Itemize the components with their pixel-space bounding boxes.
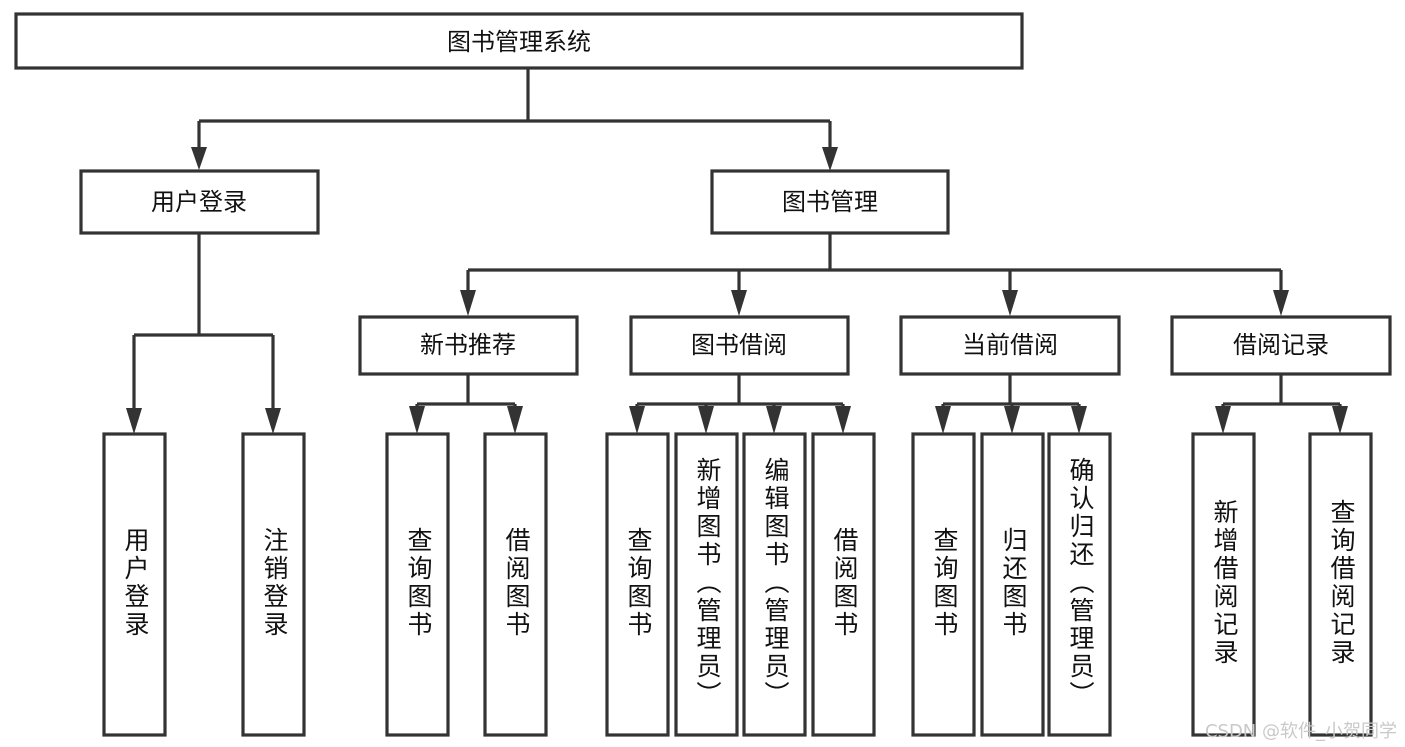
node-borrow-record-box[interactable] xyxy=(1170,315,1392,376)
node-leaf-logout[interactable]: 注销登录 xyxy=(241,432,306,737)
node-root[interactable]: 图书管理系统 xyxy=(14,12,1024,70)
arrow-leaf-query-book-b xyxy=(629,406,645,434)
node-book-manage[interactable]: 图书管理 xyxy=(710,169,950,235)
node-root-label: 图书管理系统 xyxy=(447,28,591,56)
csdn-watermark: CSDN @软件_小贺同学 xyxy=(1204,721,1397,742)
node-leaf-query-book-a-label: 查询图书 xyxy=(404,527,433,639)
node-leaf-return-book[interactable]: 归还图书 xyxy=(980,432,1045,737)
node-leaf-query-book-c-box[interactable] xyxy=(911,432,976,737)
node-leaf-borrow-book-a[interactable]: 借阅图书 xyxy=(483,432,548,737)
arrow-leaf-query-record xyxy=(1332,406,1348,434)
node-leaf-add-record[interactable]: 新增借阅记录 xyxy=(1191,432,1256,737)
node-leaf-query-book-b-box[interactable] xyxy=(605,432,670,737)
node-leaf-return-book-label: 归还图书 xyxy=(999,527,1028,639)
node-leaf-edit-book[interactable]: 编辑图书（管理员） xyxy=(742,432,807,737)
node-leaf-user-login-label: 用户登录 xyxy=(121,527,150,639)
node-leaf-logout-box[interactable] xyxy=(241,432,306,737)
node-leaf-confirm-return-box[interactable] xyxy=(1047,432,1112,737)
node-leaf-add-record-box[interactable] xyxy=(1191,432,1256,737)
arrow-to-current-borrow xyxy=(1002,290,1018,316)
node-leaf-logout-label: 注销登录 xyxy=(260,527,289,639)
arrow-leaf-add-book xyxy=(698,406,714,434)
node-borrow-record-label: 借阅记录 xyxy=(1233,331,1329,359)
node-leaf-borrow-book-b-label: 借阅图书 xyxy=(830,527,859,639)
node-leaf-add-book-box[interactable] xyxy=(674,432,739,737)
node-user-login-label: 用户登录 xyxy=(151,188,247,216)
arrow-leaf-user-login xyxy=(126,408,142,434)
arrow-to-new-book-rec xyxy=(460,290,476,316)
node-leaf-query-book-c-label: 查询图书 xyxy=(930,527,959,639)
node-book-manage-label: 图书管理 xyxy=(782,188,878,216)
arrow-to-user-login xyxy=(191,147,207,170)
node-leaf-query-record-box[interactable] xyxy=(1308,432,1373,737)
node-leaf-borrow-book-b[interactable]: 借阅图书 xyxy=(811,432,876,737)
node-leaf-borrow-book-a-label: 借阅图书 xyxy=(502,527,531,639)
arrow-leaf-add-record xyxy=(1215,406,1231,434)
node-leaf-query-book-a[interactable]: 查询图书 xyxy=(385,432,450,737)
node-new-book-rec-label: 新书推荐 xyxy=(420,331,516,359)
node-leaf-return-book-box[interactable] xyxy=(980,432,1045,737)
node-leaf-query-book-b[interactable]: 查询图书 xyxy=(605,432,670,737)
connector-layer xyxy=(126,68,1348,434)
node-leaf-borrow-book-b-box[interactable] xyxy=(811,432,876,737)
arrow-to-book-borrow xyxy=(731,290,747,316)
arrow-leaf-edit-book xyxy=(766,406,782,434)
node-new-book-rec[interactable]: 新书推荐 xyxy=(358,315,579,376)
node-current-borrow-label: 当前借阅 xyxy=(962,331,1058,359)
node-current-borrow[interactable]: 当前借阅 xyxy=(899,315,1121,376)
node-leaf-borrow-book-a-box[interactable] xyxy=(483,432,548,737)
node-book-borrow-label: 图书借阅 xyxy=(691,331,787,359)
node-leaf-user-login-box[interactable] xyxy=(102,432,167,737)
arrow-leaf-borrow-book-a xyxy=(507,406,523,434)
node-borrow-record[interactable]: 借阅记录 xyxy=(1170,315,1392,376)
node-user-login[interactable]: 用户登录 xyxy=(79,169,320,235)
node-leaf-query-book-c[interactable]: 查询图书 xyxy=(911,432,976,737)
node-book-borrow[interactable]: 图书借阅 xyxy=(629,315,850,376)
arrow-leaf-return-book xyxy=(1004,406,1020,434)
node-book-borrow-box[interactable] xyxy=(629,315,850,376)
node-leaf-query-record[interactable]: 查询借阅记录 xyxy=(1308,432,1373,737)
node-user-login-box[interactable] xyxy=(79,169,320,235)
node-leaf-query-book-b-label: 查询图书 xyxy=(624,527,653,639)
node-leaf-add-book[interactable]: 新增图书（管理员） xyxy=(674,432,739,737)
arrow-leaf-logout xyxy=(265,408,281,434)
node-leaf-query-record-label: 查询借阅记录 xyxy=(1327,499,1356,667)
node-leaf-add-record-label: 新增借阅记录 xyxy=(1210,499,1239,667)
node-root-box[interactable] xyxy=(14,12,1024,70)
arrow-leaf-borrow-book-b xyxy=(835,406,851,434)
node-leaf-confirm-return[interactable]: 确认归还（管理员） xyxy=(1047,432,1112,737)
node-leaf-edit-book-label: 编辑图书（管理员） xyxy=(761,457,790,709)
arrow-leaf-query-book-c xyxy=(935,406,951,434)
arrow-leaf-query-book-a xyxy=(409,406,425,434)
node-book-manage-box[interactable] xyxy=(710,169,950,235)
arrow-leaf-confirm-return xyxy=(1071,406,1087,434)
arrow-to-borrow-record xyxy=(1273,290,1289,316)
node-leaf-user-login[interactable]: 用户登录 xyxy=(102,432,167,737)
node-leaf-add-book-label: 新增图书（管理员） xyxy=(693,457,722,709)
arrow-to-book-manage xyxy=(822,147,838,171)
node-current-borrow-box[interactable] xyxy=(899,315,1121,376)
node-leaf-edit-book-box[interactable] xyxy=(742,432,807,737)
node-leaf-query-book-a-box[interactable] xyxy=(385,432,450,737)
node-leaf-confirm-return-label: 确认归还（管理员） xyxy=(1066,457,1095,709)
node-new-book-rec-box[interactable] xyxy=(358,315,579,376)
